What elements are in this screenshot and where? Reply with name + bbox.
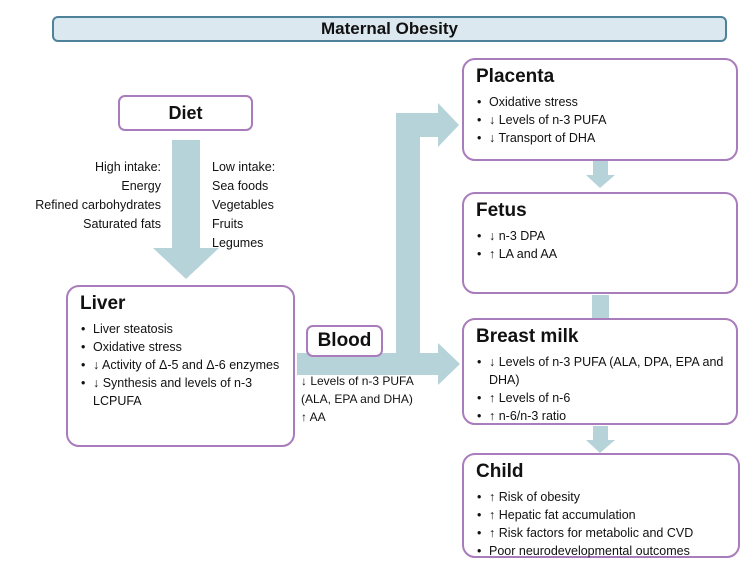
placenta-bullet: ↓ Levels of n-3 PUFA	[476, 111, 726, 129]
child-bullet: Poor neurodevelopmental outcomes	[476, 542, 728, 560]
placenta-box-title: Placenta	[476, 66, 555, 87]
diet-box-title: Diet	[168, 102, 203, 123]
fetus-box: Fetus ↓ n-3 DPA ↑ LA and AA	[462, 192, 738, 294]
high-intake-text: High intake: Energy Refined carbohydrate…	[18, 158, 161, 234]
arrow-head	[586, 175, 615, 188]
diagram-title: Maternal Obesity	[321, 19, 458, 38]
diagram-title-bar: Maternal Obesity	[52, 16, 727, 42]
child-box: Child ↑ Risk of obesity ↑ Hepatic fat ac…	[462, 453, 740, 560]
liver-box: Liver Liver steatosis Oxidative stress ↓…	[66, 285, 295, 447]
low-intake-heading: Low intake:	[212, 160, 276, 174]
high-intake-item: Energy	[121, 179, 161, 193]
breastmilk-to-child-arrow	[586, 426, 615, 453]
low-intake-item: Legumes	[212, 236, 264, 250]
blood-to-placenta-elbow-arrow	[396, 103, 459, 375]
low-intake-item: Vegetables	[212, 198, 274, 212]
diet-box: Diet	[118, 95, 253, 131]
placenta-bullet: ↓ Transport of DHA	[476, 129, 726, 147]
arrow-head	[438, 343, 460, 385]
fetus-bullet: ↑ LA and AA	[476, 245, 726, 263]
child-bullet: ↑ Risk of obesity	[476, 488, 728, 506]
blood-notes: ↓ Levels of n-3 PUFA (ALA, EPA and DHA) …	[301, 372, 459, 426]
arrow-vertical-body	[396, 113, 420, 375]
flow-arrows	[153, 103, 615, 453]
placenta-bullet-list: Oxidative stress ↓ Levels of n-3 PUFA ↓ …	[476, 93, 726, 147]
arrow-body	[172, 140, 200, 250]
child-bullet: ↑ Risk factors for metabolic and CVD	[476, 524, 728, 542]
placenta-to-fetus-arrow	[586, 161, 615, 188]
fetus-bullet: ↓ n-3 DPA	[476, 227, 726, 245]
liver-bullet-list: Liver steatosis Oxidative stress ↓ Activ…	[80, 320, 283, 410]
low-intake-item: Fruits	[212, 217, 244, 231]
liver-bullet: Oxidative stress	[80, 338, 283, 356]
child-bullet: ↑ Hepatic fat accumulation	[476, 506, 728, 524]
high-intake-item: Refined carbohydrates	[35, 198, 161, 212]
breast-milk-box-title: Breast milk	[476, 326, 579, 347]
arrow-head	[438, 103, 459, 147]
breast-milk-bullet-list: ↓ Levels of n-3 PUFA (ALA, DPA, EPA and …	[476, 353, 726, 425]
fetus-box-title: Fetus	[476, 200, 527, 221]
placenta-bullet: Oxidative stress	[476, 93, 726, 111]
liver-bullet: ↓ Synthesis and levels of n-3 LCPUFA	[80, 374, 283, 410]
blood-box: Blood	[306, 325, 383, 357]
arrow-body	[593, 161, 608, 176]
liver-bullet: Liver steatosis	[80, 320, 283, 338]
blood-box-title: Blood	[317, 330, 372, 351]
child-bullet-list: ↑ Risk of obesity ↑ Hepatic fat accumula…	[476, 488, 728, 560]
child-box-title: Child	[476, 461, 524, 482]
arrow-body	[593, 426, 608, 441]
arrow-head	[153, 248, 219, 279]
low-intake-text: Low intake: Sea foods Vegetables Fruits …	[212, 158, 332, 253]
placenta-box: Placenta Oxidative stress ↓ Levels of n-…	[462, 58, 738, 161]
breast-milk-bullet: ↑ n-6/n-3 ratio	[476, 407, 726, 425]
arrow-head	[586, 440, 615, 453]
arrow-horizontal-body	[396, 113, 438, 137]
blood-note: ↓ Levels of n-3 PUFA	[301, 374, 414, 388]
high-intake-item: Saturated fats	[83, 217, 161, 231]
breast-milk-box: Breast milk ↓ Levels of n-3 PUFA (ALA, D…	[462, 318, 738, 425]
low-intake-item: Sea foods	[212, 179, 269, 193]
liver-box-title: Liver	[80, 293, 126, 314]
fetus-bullet-list: ↓ n-3 DPA ↑ LA and AA	[476, 227, 726, 263]
diet-to-liver-arrow	[153, 140, 219, 279]
liver-bullet: ↓ Activity of Δ-5 and Δ-6 enzymes	[80, 356, 283, 374]
fetus-to-breastmilk-connector	[592, 295, 609, 318]
blood-note: ↑ AA	[301, 410, 326, 424]
high-intake-heading: High intake:	[94, 160, 161, 174]
breast-milk-bullet: ↑ Levels of n-6	[476, 389, 726, 407]
blood-note: (ALA, EPA and DHA)	[301, 392, 413, 406]
breast-milk-bullet: ↓ Levels of n-3 PUFA (ALA, DPA, EPA and …	[476, 353, 726, 389]
